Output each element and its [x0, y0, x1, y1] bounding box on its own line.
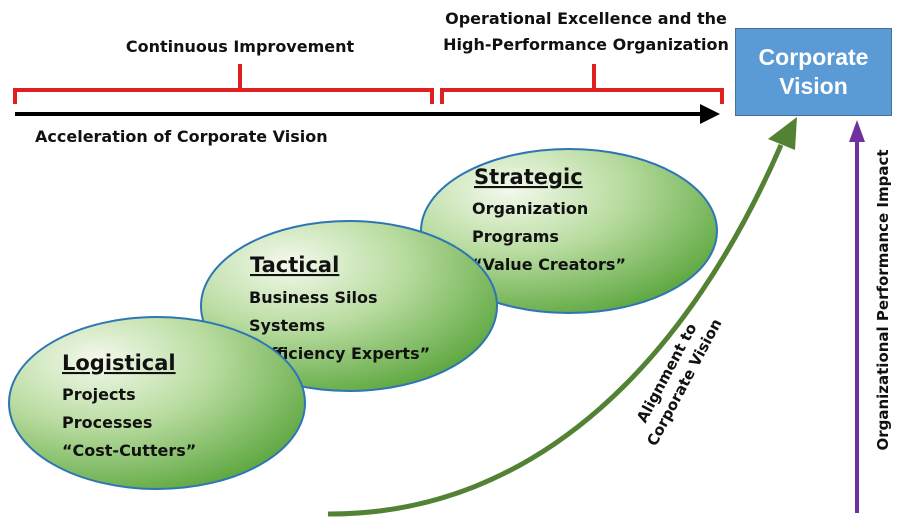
- impact-label: Organizational Performance Impact: [874, 149, 892, 450]
- strategic-title: Strategic: [474, 165, 583, 189]
- impact-arrowhead: [849, 120, 865, 142]
- tactical-line-2: Systems: [249, 316, 325, 335]
- tactical-title: Tactical: [250, 253, 339, 277]
- logistical-title: Logistical: [62, 351, 176, 375]
- operational-excellence-label-line1: Operational Excellence and the: [445, 9, 727, 28]
- strategic-line-3: “Value Creators”: [472, 255, 626, 274]
- tactical-ellipse: [200, 220, 498, 392]
- operational-excellence-label-line2: High-Performance Organization: [443, 35, 729, 54]
- timeline-label: Acceleration of Corporate Vision: [35, 127, 328, 146]
- alignment-arrowhead: [768, 117, 797, 150]
- stage-logistical: Logistical Projects Processes “Cost-Cutt…: [8, 316, 306, 490]
- stage-strategic: Strategic Organization Programs “Value C…: [420, 148, 718, 314]
- corporate-vision-line2: Vision: [779, 73, 848, 99]
- strategic-line-2: Programs: [472, 227, 559, 246]
- strategic-line-1: Organization: [472, 199, 588, 218]
- stage-tactical: Tactical Business Silos Systems “Efficie…: [200, 220, 498, 392]
- logistical-line-3: “Cost-Cutters”: [62, 441, 196, 460]
- right-bracket: [440, 64, 724, 104]
- tactical-line-1: Business Silos: [249, 288, 377, 307]
- corporate-vision-line1: Corporate: [758, 44, 869, 70]
- logistical-line-2: Processes: [62, 413, 152, 432]
- left-bracket: [13, 64, 434, 104]
- logistical-line-1: Projects: [62, 385, 136, 404]
- alignment-arrow: [327, 144, 784, 517]
- logistical-ellipse: [8, 316, 306, 490]
- continuous-improvement-label: Continuous Improvement: [126, 37, 355, 56]
- tactical-line-3: “Efficiency Experts”: [249, 344, 430, 363]
- corporate-vision-box: Corporate Vision: [735, 28, 892, 116]
